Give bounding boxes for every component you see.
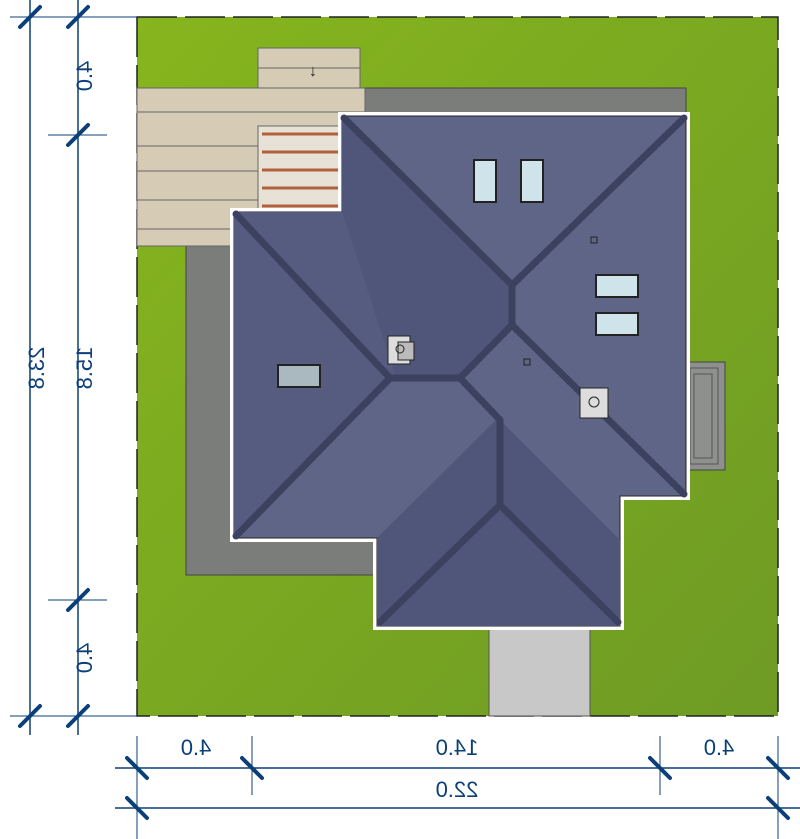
dim-building-depth: 15.8 (72, 347, 97, 390)
chimneys (387, 335, 609, 419)
dim-top-setback: 4.0 (72, 61, 97, 92)
dim-total-width: 22.0 (436, 777, 479, 802)
dim-left-setback: 4.0 (181, 735, 212, 760)
side-entrance (685, 361, 726, 471)
vertical-dimensions (10, 0, 137, 735)
driveway (488, 627, 591, 717)
dim-total-depth: 23.8 (24, 347, 49, 390)
entry-arrow: ↓ (309, 63, 317, 80)
dim-building-width: 14.0 (436, 735, 479, 760)
dim-bottom-setback: 4.0 (72, 643, 97, 674)
dim-right-setback: 4.0 (704, 735, 735, 760)
horizontal-dimensions (115, 736, 800, 839)
stairs (257, 125, 341, 217)
vents (523, 236, 598, 366)
paving-top (364, 87, 687, 115)
roof (230, 112, 690, 630)
skylights (277, 159, 639, 388)
